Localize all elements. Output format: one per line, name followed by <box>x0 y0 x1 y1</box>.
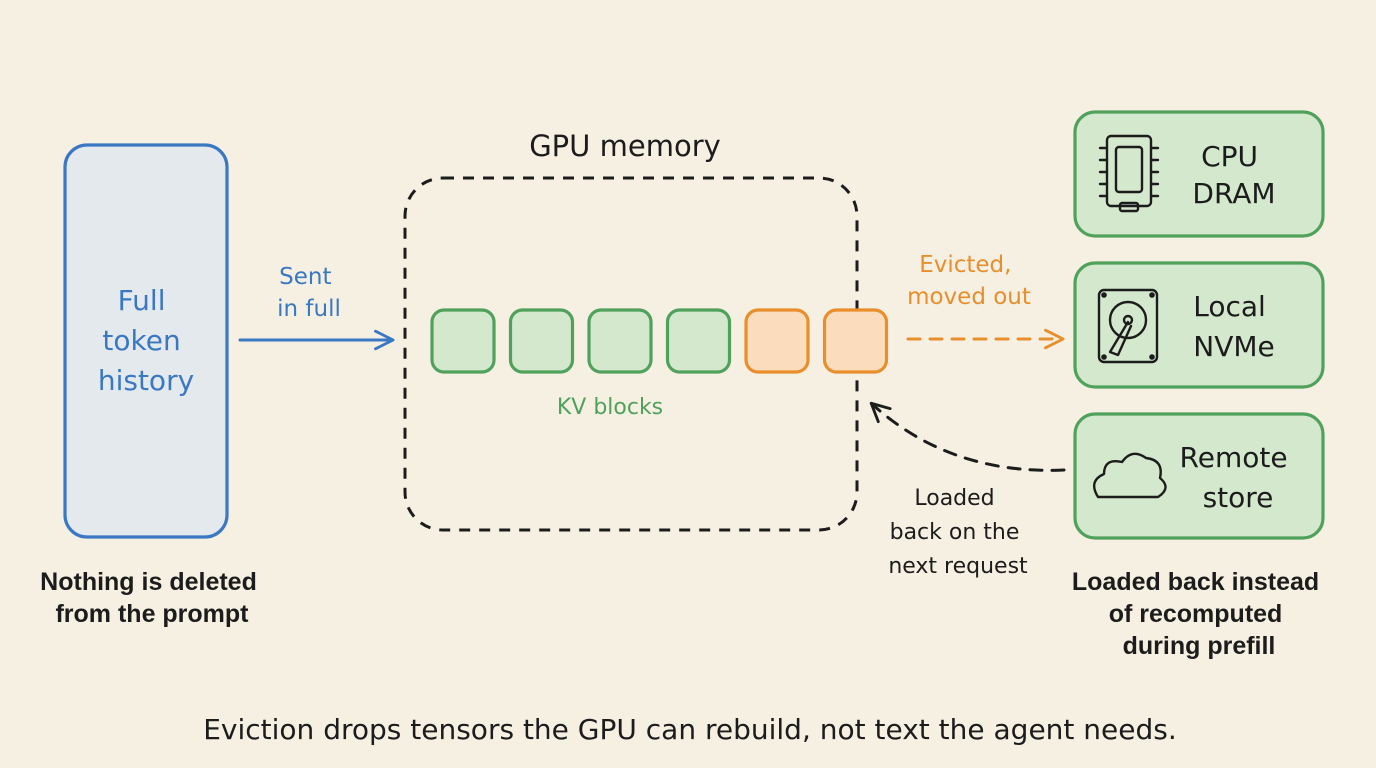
sent-arrow-label: Sent in full <box>277 264 341 322</box>
gpu-memory-title: GPU memory <box>529 129 721 163</box>
loaded-back-arrow: Loaded back on the next request <box>869 401 1066 579</box>
reload-arrow-line <box>869 401 1066 472</box>
gpu-memory-region: GPU memory KV blocks <box>403 129 889 532</box>
prompt-column: Full token history Nothing is deleted fr… <box>40 143 264 628</box>
kv-block-resident <box>665 308 732 374</box>
hard-drive-icon <box>1097 288 1159 364</box>
token-history-label: Full token history <box>98 284 194 397</box>
storage-cpu-dram-label: CPU DRAM <box>1192 140 1275 210</box>
footer-caption: Eviction drops tensors the GPU can rebui… <box>203 713 1177 746</box>
evict-arrow-label: Evicted, moved out <box>907 252 1031 310</box>
kv-blocks-label: KV blocks <box>557 395 663 420</box>
reload-arrow-label: Loaded back on the next request <box>888 486 1028 579</box>
memory-chip-icon <box>1098 134 1160 213</box>
storage-caption: Loaded back instead of recomputed during… <box>1072 568 1326 660</box>
storage-local-nvme: Local NVMe <box>1073 261 1325 389</box>
gpu-memory-boundary <box>403 176 859 532</box>
token-history-box <box>63 143 229 539</box>
prompt-caption: Nothing is deleted from the prompt <box>40 568 264 628</box>
storage-cpu-dram-box <box>1073 110 1325 238</box>
storage-local-nvme-label: Local NVMe <box>1193 290 1274 363</box>
cloud-icon <box>1092 452 1167 499</box>
kv-block-evicted <box>744 308 810 374</box>
kv-block-resident <box>587 308 653 374</box>
storage-remote-store-box <box>1073 412 1325 540</box>
storage-remote-store: Remote store <box>1073 412 1325 540</box>
storage-tiers: CPU DRAM Local NVMe <box>1072 110 1326 660</box>
storage-cpu-dram: CPU DRAM <box>1073 110 1325 238</box>
kv-block-resident <box>508 308 575 374</box>
storage-remote-store-label: Remote store <box>1180 441 1297 514</box>
evicted-arrow: Evicted, moved out <box>906 252 1065 350</box>
sent-in-full-arrow: Sent in full <box>238 264 395 351</box>
kv-block-evicted <box>822 308 889 374</box>
storage-local-nvme-box <box>1073 261 1325 389</box>
kv-block-resident <box>430 308 496 374</box>
kv-blocks-row <box>430 308 889 374</box>
